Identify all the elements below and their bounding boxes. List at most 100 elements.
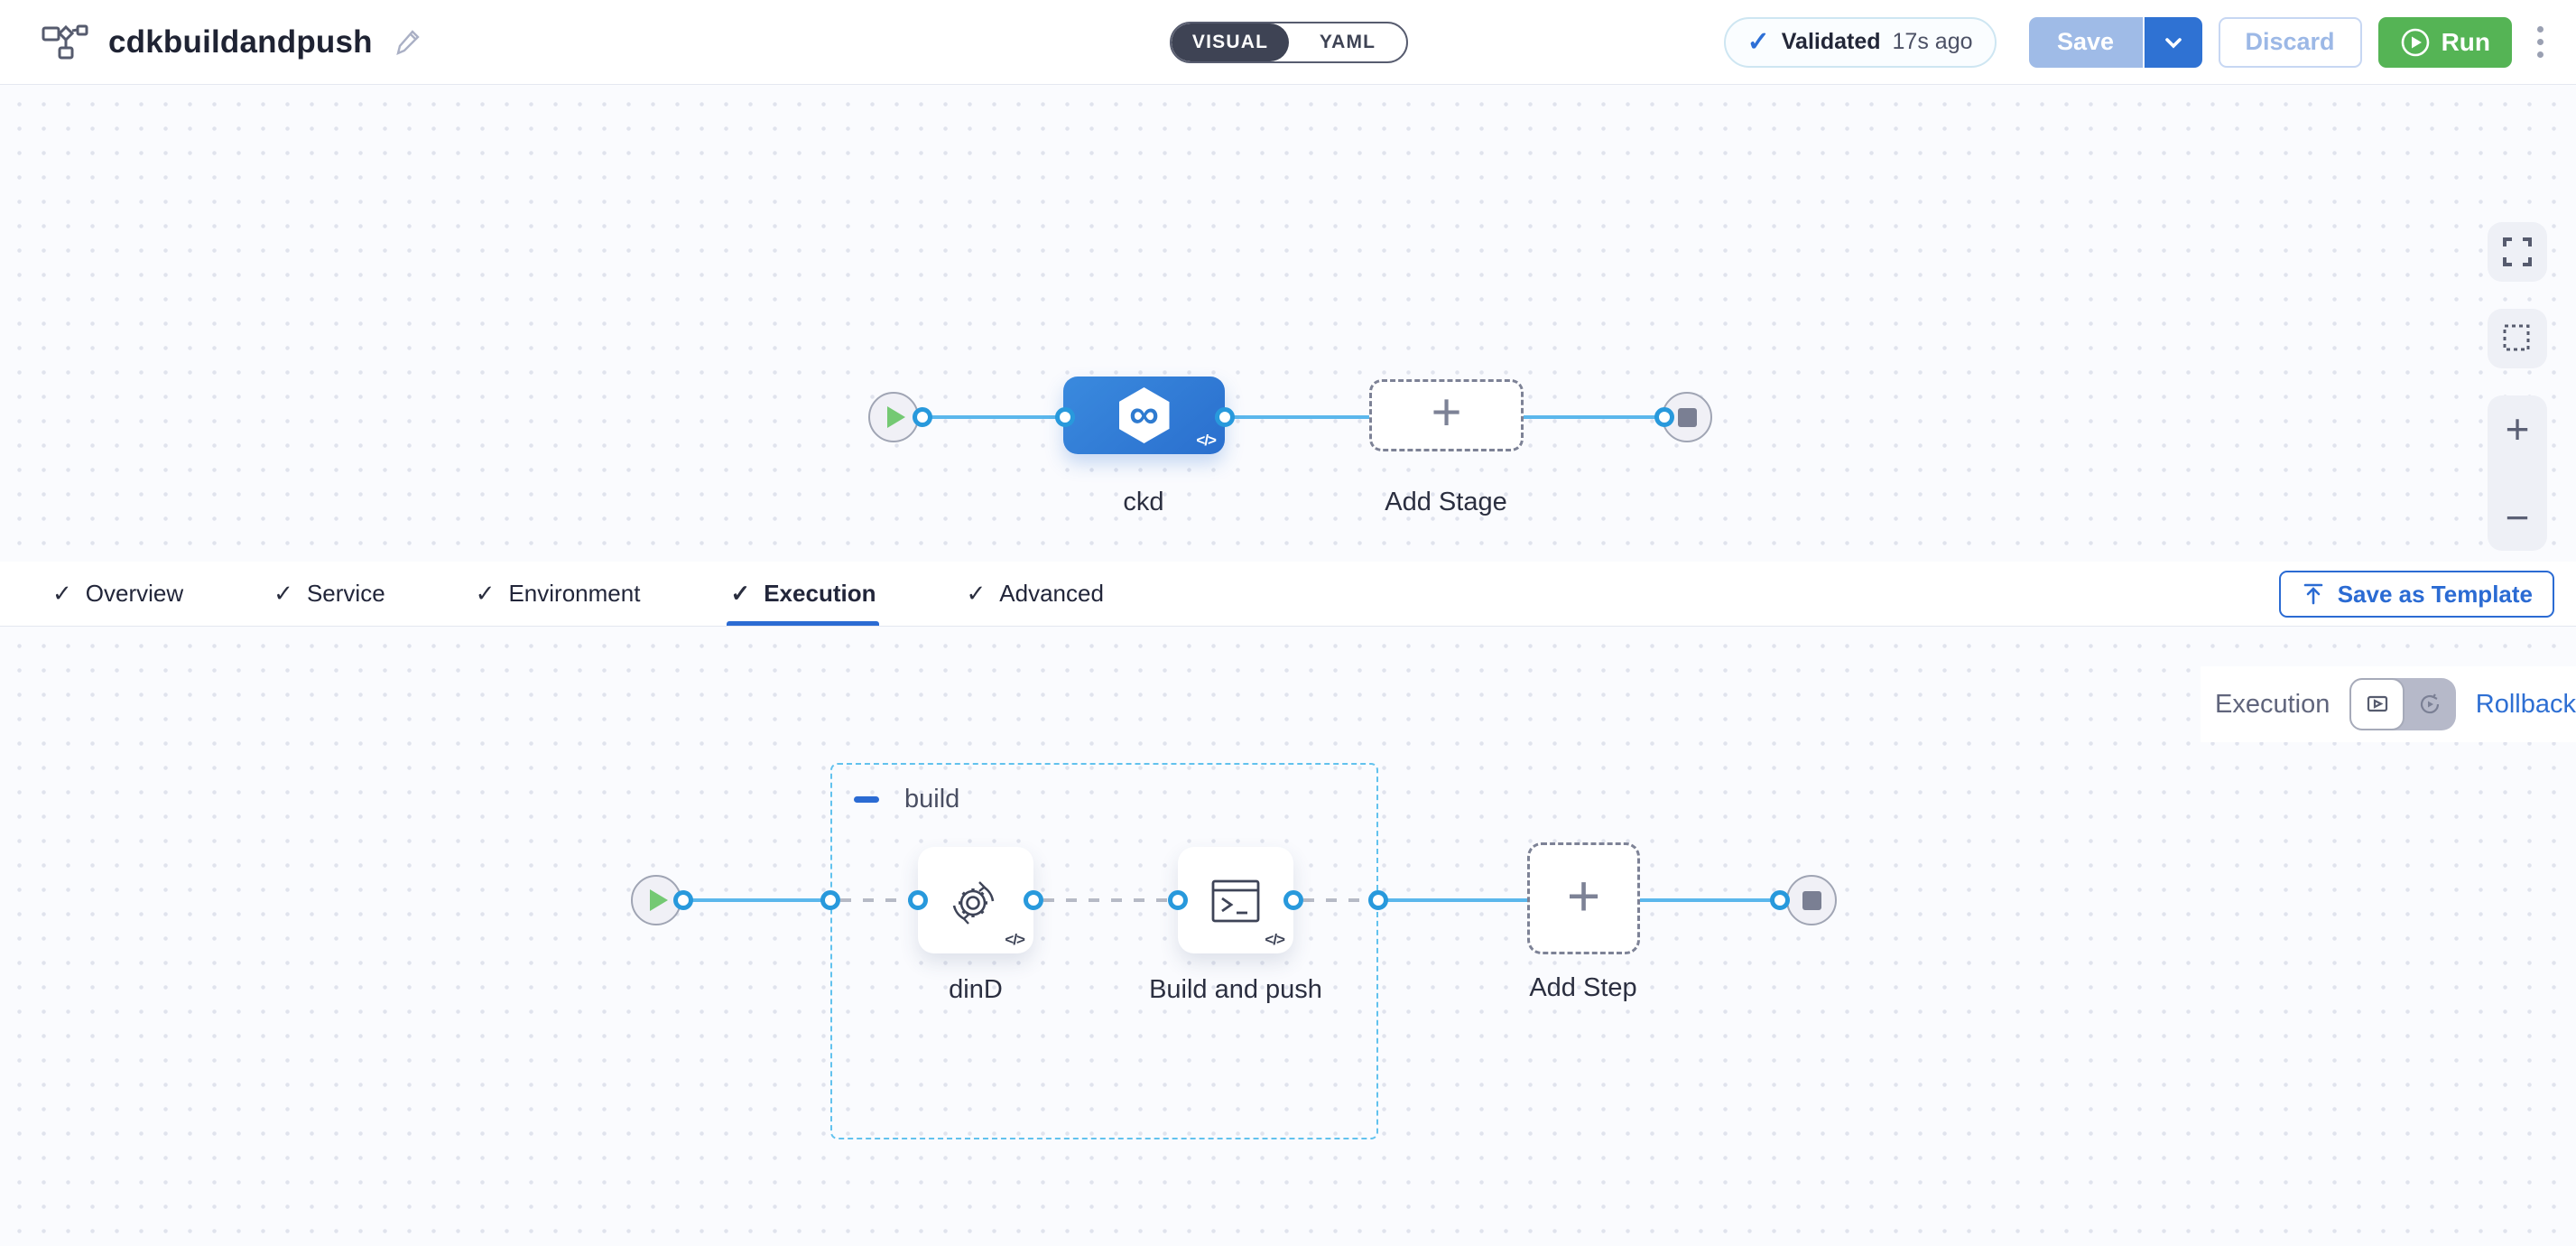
play-circle-icon bbox=[2401, 28, 2429, 56]
port bbox=[1055, 407, 1075, 427]
port bbox=[673, 890, 693, 910]
more-options-button[interactable] bbox=[2528, 19, 2553, 65]
rollback-link[interactable]: Rollback bbox=[2475, 689, 2576, 719]
tab-label: Execution bbox=[764, 580, 876, 607]
check-icon: ✓ bbox=[52, 580, 72, 607]
add-step-button[interactable]: + bbox=[1527, 842, 1640, 954]
stop-icon bbox=[1802, 890, 1821, 910]
group-header: build bbox=[854, 785, 959, 814]
add-step-label: Add Step bbox=[1529, 973, 1637, 1002]
execution-canvas: Execution Rollback bbox=[0, 627, 2576, 1246]
edge-line bbox=[1378, 898, 1529, 902]
execution-mode-label: Execution bbox=[2215, 689, 2330, 719]
check-icon: ✓ bbox=[1747, 26, 1770, 57]
zoom-out-button[interactable]: − bbox=[2505, 494, 2530, 541]
port bbox=[1770, 890, 1790, 910]
collapse-group-button[interactable] bbox=[854, 796, 879, 803]
play-icon bbox=[650, 889, 668, 911]
tab-execution[interactable]: ✓ Execution bbox=[727, 562, 880, 626]
fullscreen-button[interactable] bbox=[2488, 222, 2547, 282]
validated-label: Validated bbox=[1781, 29, 1881, 54]
execution-rollback-toggle bbox=[2349, 678, 2456, 730]
tab-visual[interactable]: VISUAL bbox=[1172, 23, 1289, 61]
stop-icon bbox=[1677, 407, 1697, 427]
step-label-dind: dinD bbox=[949, 975, 1003, 1004]
infinity-icon: ∞ bbox=[1129, 390, 1159, 437]
zoom-in-button[interactable]: + bbox=[2505, 405, 2530, 452]
edge-line-dashed bbox=[1043, 898, 1173, 902]
plus-icon: + bbox=[1431, 383, 1462, 442]
header: cdkbuildandpush VISUAL YAML ✓ Validated … bbox=[0, 0, 2576, 85]
tab-yaml[interactable]: YAML bbox=[1319, 32, 1376, 52]
edge-line bbox=[1638, 898, 1786, 902]
active-tab-underline bbox=[727, 621, 880, 626]
tab-service[interactable]: ✓ Service bbox=[273, 562, 385, 626]
step-node-build-and-push[interactable]: </> bbox=[1178, 847, 1293, 953]
selection-mode-button[interactable] bbox=[2488, 309, 2547, 368]
execution-view-button[interactable] bbox=[2349, 678, 2405, 730]
step-label-build-and-push: Build and push bbox=[1149, 975, 1322, 1004]
port bbox=[1024, 890, 1043, 910]
add-stage-label: Add Stage bbox=[1385, 488, 1507, 516]
code-badge-icon: </> bbox=[1265, 931, 1285, 948]
edge-line bbox=[1522, 415, 1666, 419]
tab-environment[interactable]: ✓ Environment bbox=[476, 562, 641, 626]
pipeline-start-node bbox=[868, 392, 919, 442]
tab-advanced[interactable]: ✓ Advanced bbox=[966, 562, 1103, 626]
execution-end-node bbox=[1786, 875, 1837, 925]
stage-label: ckd bbox=[1123, 488, 1164, 516]
validated-badge[interactable]: ✓ Validated 17s ago bbox=[1723, 16, 1997, 68]
port bbox=[1215, 407, 1235, 427]
visual-yaml-toggle: VISUAL YAML bbox=[1170, 22, 1408, 63]
check-icon: ✓ bbox=[966, 580, 987, 607]
port bbox=[913, 407, 932, 427]
plus-icon: + bbox=[1566, 863, 1601, 928]
edge-line bbox=[680, 898, 832, 902]
header-actions: ✓ Validated 17s ago Save Discard bbox=[1723, 16, 2553, 68]
pipeline-title: cdkbuildandpush bbox=[108, 23, 373, 60]
port bbox=[820, 890, 840, 910]
port bbox=[1168, 890, 1188, 910]
edge-line bbox=[1223, 415, 1371, 419]
tab-overview[interactable]: ✓ Overview bbox=[52, 562, 183, 626]
save-as-template-button[interactable]: Save as Template bbox=[2278, 571, 2554, 618]
save-split-button: Save bbox=[2028, 16, 2202, 68]
validated-time: 17s ago bbox=[1892, 29, 1973, 54]
edge-line bbox=[917, 415, 1067, 419]
add-stage-button[interactable]: + bbox=[1369, 379, 1524, 451]
stage-node-ckd[interactable]: ∞ </> bbox=[1063, 377, 1225, 454]
terminal-icon bbox=[1211, 879, 1260, 923]
group-name: build bbox=[904, 785, 960, 814]
stage-canvas: ∞ </> + ckd Add Stage bbox=[0, 85, 2576, 562]
edit-pencil-icon[interactable] bbox=[393, 28, 422, 57]
run-button[interactable]: Run bbox=[2377, 16, 2512, 68]
check-icon: ✓ bbox=[273, 580, 293, 607]
code-badge-icon: </> bbox=[1005, 931, 1025, 948]
edge-line-dashed bbox=[840, 898, 914, 902]
zoom-controls: + − bbox=[2488, 395, 2547, 551]
tab-label: Overview bbox=[85, 580, 184, 607]
tab-label: Service bbox=[306, 580, 385, 607]
tab-label: Advanced bbox=[999, 580, 1104, 607]
execution-play-icon bbox=[2367, 695, 2387, 712]
pipeline-icon bbox=[42, 20, 88, 64]
port bbox=[908, 890, 928, 910]
tab-label: Environment bbox=[508, 580, 641, 607]
rollback-circle-icon bbox=[2421, 693, 2440, 714]
save-button[interactable]: Save bbox=[2028, 16, 2145, 68]
check-icon: ✓ bbox=[475, 580, 496, 607]
stage-tabbar: ✓ Overview ✓ Service ✓ Environment ✓ Exe… bbox=[0, 562, 2576, 627]
run-label: Run bbox=[2441, 27, 2490, 56]
save-dropdown-button[interactable] bbox=[2144, 16, 2202, 68]
execution-mode-row: Execution Rollback bbox=[2201, 666, 2576, 742]
code-badge-icon: </> bbox=[1196, 432, 1217, 449]
step-group-build: build bbox=[830, 763, 1378, 1139]
port bbox=[1368, 890, 1388, 910]
discard-button[interactable]: Discard bbox=[2218, 16, 2362, 68]
port bbox=[1654, 407, 1674, 427]
execution-start-node bbox=[631, 875, 681, 925]
edge-line-dashed bbox=[1303, 898, 1374, 902]
rollback-view-button[interactable] bbox=[2405, 678, 2456, 730]
step-node-dind[interactable]: </> bbox=[918, 847, 1033, 953]
play-icon bbox=[887, 406, 905, 428]
